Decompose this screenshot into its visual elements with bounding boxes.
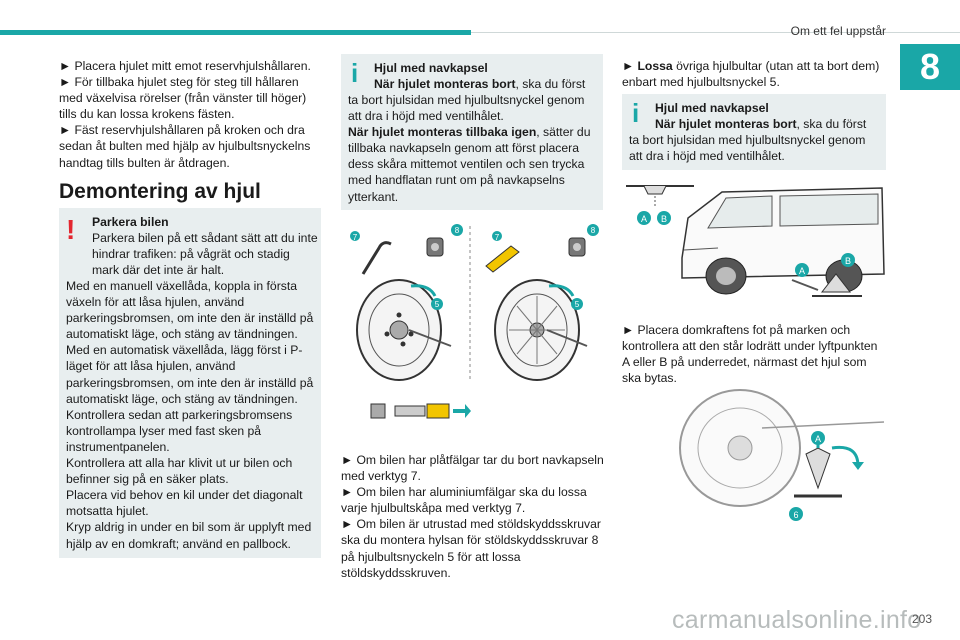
loosen-step: ► Lossa övriga hjulbultar (utan att ta b…	[622, 58, 886, 90]
loosen-bold: ► Lossa	[622, 59, 673, 73]
tool-steps: ► Om bilen har plåtfälgar tar du bort na…	[341, 452, 605, 581]
loosen-text: övriga hjulbultar (utan att ta bort dem)…	[622, 59, 880, 90]
info-icon: i	[351, 58, 359, 88]
info-refit-bold: När hjulet monteras tillbaka igen	[348, 125, 537, 140]
tool-step-1: ► Om bilen har plåtfälgar tar du bort na…	[341, 453, 604, 484]
intro-steps: ► Placera hjulet mitt emot reservhjulshå…	[59, 58, 321, 171]
section-heading: Demontering av hjul	[59, 180, 261, 203]
info-body: ta bort hjulsidan med hjulbultsnyckel ge…	[348, 92, 600, 205]
info2-header: Hjul med navkapsel När hjulet monteras b…	[655, 100, 883, 132]
label-5-left: 5	[435, 300, 440, 309]
hubcap-removal-figure: 7 8 5 7 8 5	[350, 224, 599, 419]
van-icon	[681, 187, 885, 295]
socket-arrow-icon	[370, 403, 471, 419]
tool-step-3: ► Om bilen är utrustad med stöldskyddssk…	[341, 517, 601, 580]
label-8-right: 8	[591, 226, 596, 235]
chapter-title: Om ett fel uppstår	[790, 24, 886, 38]
warning-box: ! Parkera bilen Parkera bilen på ett såd…	[59, 208, 321, 558]
hubcap-info-box-2: i Hjul med navkapsel När hjulet monteras…	[622, 94, 886, 170]
info-remove-text: ta bort hjulsidan med hjulbultsnyckel ge…	[348, 93, 585, 124]
antitheft-socket-right-icon	[568, 224, 599, 257]
label-b-van: B	[845, 256, 851, 266]
tool-7-lever-icon	[485, 231, 520, 273]
warning-line-1: Parkera bilen på ett sådant sätt att du …	[92, 231, 318, 278]
page-number: 203	[912, 612, 933, 626]
label-a-inset: A	[641, 214, 647, 224]
info-icon-2: i	[632, 98, 640, 128]
chapter-number-tab: 8	[900, 44, 960, 90]
intro-step-1: ► Placera hjulet mitt emot reservhjulshå…	[59, 59, 311, 73]
header-accent-bar	[0, 30, 471, 35]
alloy-wheel-icon	[494, 279, 588, 381]
warning-text: Parkera bilen Parkera bilen på ett sådan…	[92, 214, 320, 278]
jack-step: ► Placera domkraftens fot på marken och …	[622, 322, 886, 386]
warning-line-7: Kryp aldrig in under en bil som är upply…	[66, 520, 312, 551]
label-7-left: 7	[353, 233, 358, 242]
info2-text: ta bort hjulsidan med hjulbultsnyckel ge…	[629, 133, 866, 164]
label-5-right: 5	[575, 300, 580, 309]
label-b-inset: B	[661, 214, 667, 224]
info2-body: ta bort hjulsidan med hjulbultsnyckel ge…	[629, 132, 881, 164]
warning-line-4: Kontrollera sedan att parkeringsbromsens…	[66, 407, 293, 454]
warning-line-2: Med en manuell växellåda, koppla in förs…	[66, 279, 314, 342]
label-8-left: 8	[455, 226, 460, 235]
info2-text-a: , ska du först	[796, 117, 867, 132]
label-a-jack: A	[815, 434, 821, 444]
warning-body: Med en manuell växellåda, koppla in förs…	[66, 278, 320, 552]
antitheft-socket-icon	[426, 224, 463, 257]
hubcap-info-box: i Hjul med navkapsel När hjulet monteras…	[341, 54, 603, 210]
warning-line-3: Med en automatisk växellåda, lägg först …	[66, 343, 314, 406]
warning-title: Parkera bilen	[92, 215, 169, 229]
scissor-jack-icon	[791, 253, 862, 297]
info-title: Hjul med navkapsel	[374, 61, 488, 75]
intro-step-2: ► För tillbaka hjulet steg för steg till…	[59, 75, 307, 122]
info-refit-text: , sätter du tillbaka navkapseln genom at…	[348, 125, 591, 204]
jack-point-inset-icon	[626, 185, 694, 225]
jack-lift-icon	[789, 431, 864, 521]
jack-under-wheel-figure: A 6	[679, 389, 885, 521]
tool-7-hook-icon	[350, 231, 392, 275]
label-7-right: 7	[495, 233, 500, 242]
info-remove-text-a: , ska du först	[515, 77, 586, 92]
spare-wheel-icon	[679, 389, 801, 507]
info-remove-bold: När hjulet monteras bort	[374, 77, 516, 92]
header-rule	[471, 32, 960, 33]
info2-title: Hjul med navkapsel	[655, 101, 769, 115]
tool-step-2: ► Om bilen har aluminiumfälgar ska du lo…	[341, 485, 587, 516]
steel-wheel-icon	[356, 279, 452, 381]
warning-exclamation-icon: !	[66, 214, 76, 245]
jack-point-figure: A B A B	[626, 185, 885, 297]
info2-bold: När hjulet monteras bort	[655, 117, 797, 132]
label-a-van: A	[799, 266, 805, 276]
warning-line-5: Kontrollera att alla har klivit ut ur bi…	[66, 456, 293, 487]
warning-line-6: Placera vid behov en kil under det diago…	[66, 488, 303, 519]
intro-step-3: ► Fäst reservhjulshållaren på kroken och…	[59, 123, 311, 170]
watermark: carmanualsonline.info	[672, 606, 922, 634]
info-header: Hjul med navkapsel När hjulet monteras b…	[374, 60, 599, 92]
sill-line	[761, 421, 885, 429]
jack-step-text: ► Placera domkraftens fot på marken och …	[622, 323, 878, 386]
label-6-jack: 6	[793, 510, 798, 520]
